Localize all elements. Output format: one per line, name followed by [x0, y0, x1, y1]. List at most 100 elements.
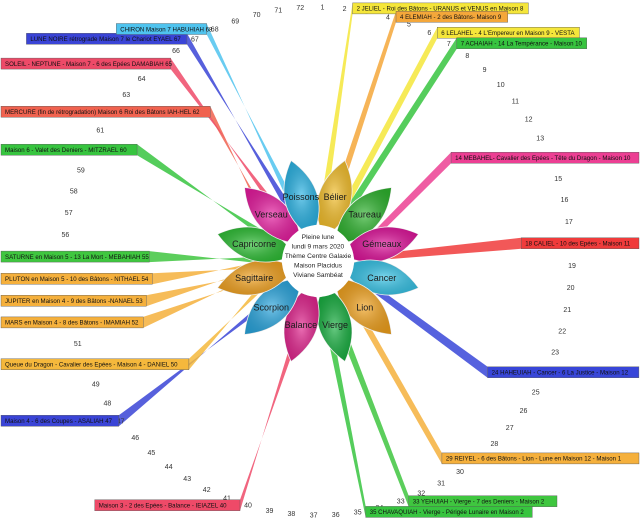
- label-box: [521, 237, 640, 250]
- degree-number: 19: [568, 263, 576, 270]
- degree-number: 36: [332, 512, 340, 519]
- degree-number: 37: [310, 513, 318, 520]
- center-line-5: Viviane Sambéat: [293, 272, 343, 279]
- degree-number: 23: [551, 350, 559, 357]
- petal-layer: BélierTaureauGémeauxCancerLionViergeBala…: [216, 159, 420, 363]
- label-box: [0, 316, 144, 329]
- center-line-1: Pleine lune: [302, 234, 335, 241]
- degree-number: 4: [386, 14, 390, 21]
- label-ray: [149, 251, 259, 264]
- degree-number: 2: [343, 6, 347, 13]
- label-ray: [353, 305, 442, 464]
- label-box: [456, 37, 587, 49]
- center-disc: [282, 225, 354, 297]
- label-box: [116, 23, 207, 35]
- label-text: 7 ACHAIAH - 14 La Tempérance - Maison 10: [461, 41, 583, 48]
- degree-number: 20: [567, 285, 575, 292]
- label-box: [94, 499, 241, 511]
- degree-number: 12: [525, 117, 533, 124]
- degree-number: 58: [70, 189, 78, 196]
- sign-label: Lion: [356, 303, 373, 313]
- label-box: [0, 143, 138, 156]
- label-ray: [371, 152, 452, 240]
- degree-number: 68: [211, 27, 219, 34]
- degree-number: 6: [427, 30, 431, 37]
- label-text: LUNE NOIRE rétrograde Maison 7 le Chario…: [30, 36, 181, 43]
- degree-number: 25: [532, 389, 540, 396]
- label-ray: [377, 237, 522, 260]
- label-ray: [188, 282, 265, 370]
- label-box: [0, 105, 211, 118]
- label-ray: [170, 58, 283, 217]
- degree-number: 28: [491, 441, 499, 448]
- degree-number: 9: [483, 67, 487, 74]
- label-text: PLUTON en Maison 5 - 10 des Bâtons - NIT…: [5, 276, 149, 283]
- petal-shading: [349, 259, 419, 296]
- label-ray: [186, 33, 292, 211]
- petal-shading: [283, 292, 320, 362]
- label-box: [395, 11, 508, 23]
- label-ray: [334, 316, 409, 507]
- degree-number: 69: [231, 18, 239, 25]
- sign-label: Scorpion: [254, 303, 290, 313]
- label-box: [0, 295, 147, 307]
- label-box: [450, 151, 640, 164]
- petal-shading: [244, 187, 299, 242]
- degree-number: 47: [117, 418, 125, 425]
- sign-label: Capricorne: [232, 239, 276, 249]
- label-box: [365, 506, 533, 518]
- label-text: Maison 4 - 6 des Coupes - ASALIAH 47: [5, 418, 113, 425]
- sign-label: Cancer: [367, 273, 396, 283]
- degree-number: 11: [512, 99, 519, 106]
- sign-label: Taureau: [348, 209, 381, 219]
- degree-number: 1: [320, 5, 324, 12]
- petal-shading: [316, 160, 353, 230]
- degree-number: 35: [354, 509, 362, 516]
- petal-shading: [283, 160, 320, 230]
- degree-number: 56: [62, 232, 70, 239]
- label-text: SATURNE en Maison 5 - 13 La Mort - MEBAH…: [5, 254, 149, 261]
- label-text: 33 YEHUIAH - Vierge - 7 des Deniers - Ma…: [413, 499, 545, 506]
- degree-number: 22: [558, 329, 566, 336]
- chart-center: Pleine lune lundi 9 mars 2020 Thème Cent…: [282, 225, 354, 297]
- degree-number: 49: [92, 382, 100, 389]
- degree-number: 44: [165, 464, 173, 471]
- label-box: [0, 273, 153, 285]
- degree-number: 45: [148, 450, 156, 457]
- degree-number: 7: [447, 41, 451, 48]
- label-ray: [341, 27, 438, 209]
- degree-number: 57: [65, 210, 73, 217]
- degree-number: 43: [183, 476, 191, 483]
- label-ray: [370, 284, 488, 378]
- sign-label: Balance: [285, 320, 318, 330]
- label-text: Maison 3 - 2 des Epées - Balance - IEIAZ…: [99, 503, 227, 510]
- label-text: 24 HAHEUIAH - Cancer - 6 La Justice - Ma…: [492, 370, 629, 377]
- label-box: [0, 358, 190, 370]
- degree-number: 16: [561, 197, 569, 204]
- label-text: Maison 6 - Valet des Deniers - MITZRAEL …: [5, 147, 127, 154]
- degree-number: 59: [77, 168, 85, 175]
- degree-number: 63: [122, 92, 130, 99]
- sign-label: Poissons: [283, 192, 320, 202]
- sign-label: Gémeaux: [362, 239, 402, 249]
- sign-label: Bélier: [324, 192, 347, 202]
- label-box: [26, 33, 188, 45]
- degree-number: 31: [437, 481, 445, 488]
- label-box: [487, 366, 640, 378]
- petal-shading: [244, 280, 299, 335]
- degree-number: 5: [407, 21, 411, 28]
- degree-number: 64: [138, 76, 146, 83]
- label-text: Queue du Dragon - Cavalier des Epées - M…: [5, 362, 178, 369]
- label-text: JUPITER en Maison 4 - 9 des Bâtons -NANA…: [5, 298, 143, 305]
- label-box: [0, 250, 150, 263]
- center-line-4: Maison Placidus: [294, 263, 343, 270]
- label-text: CHIRON Maison 7 HABUHIAH 68: [120, 26, 213, 33]
- degree-number: 46: [131, 435, 139, 442]
- petal-shading: [217, 226, 287, 263]
- degree-number: 71: [274, 8, 282, 15]
- degree-number: 8: [465, 53, 469, 60]
- label-box: [0, 57, 171, 70]
- label-text: 18 CALIEL - 10 des Epées - Maison 11: [525, 241, 631, 248]
